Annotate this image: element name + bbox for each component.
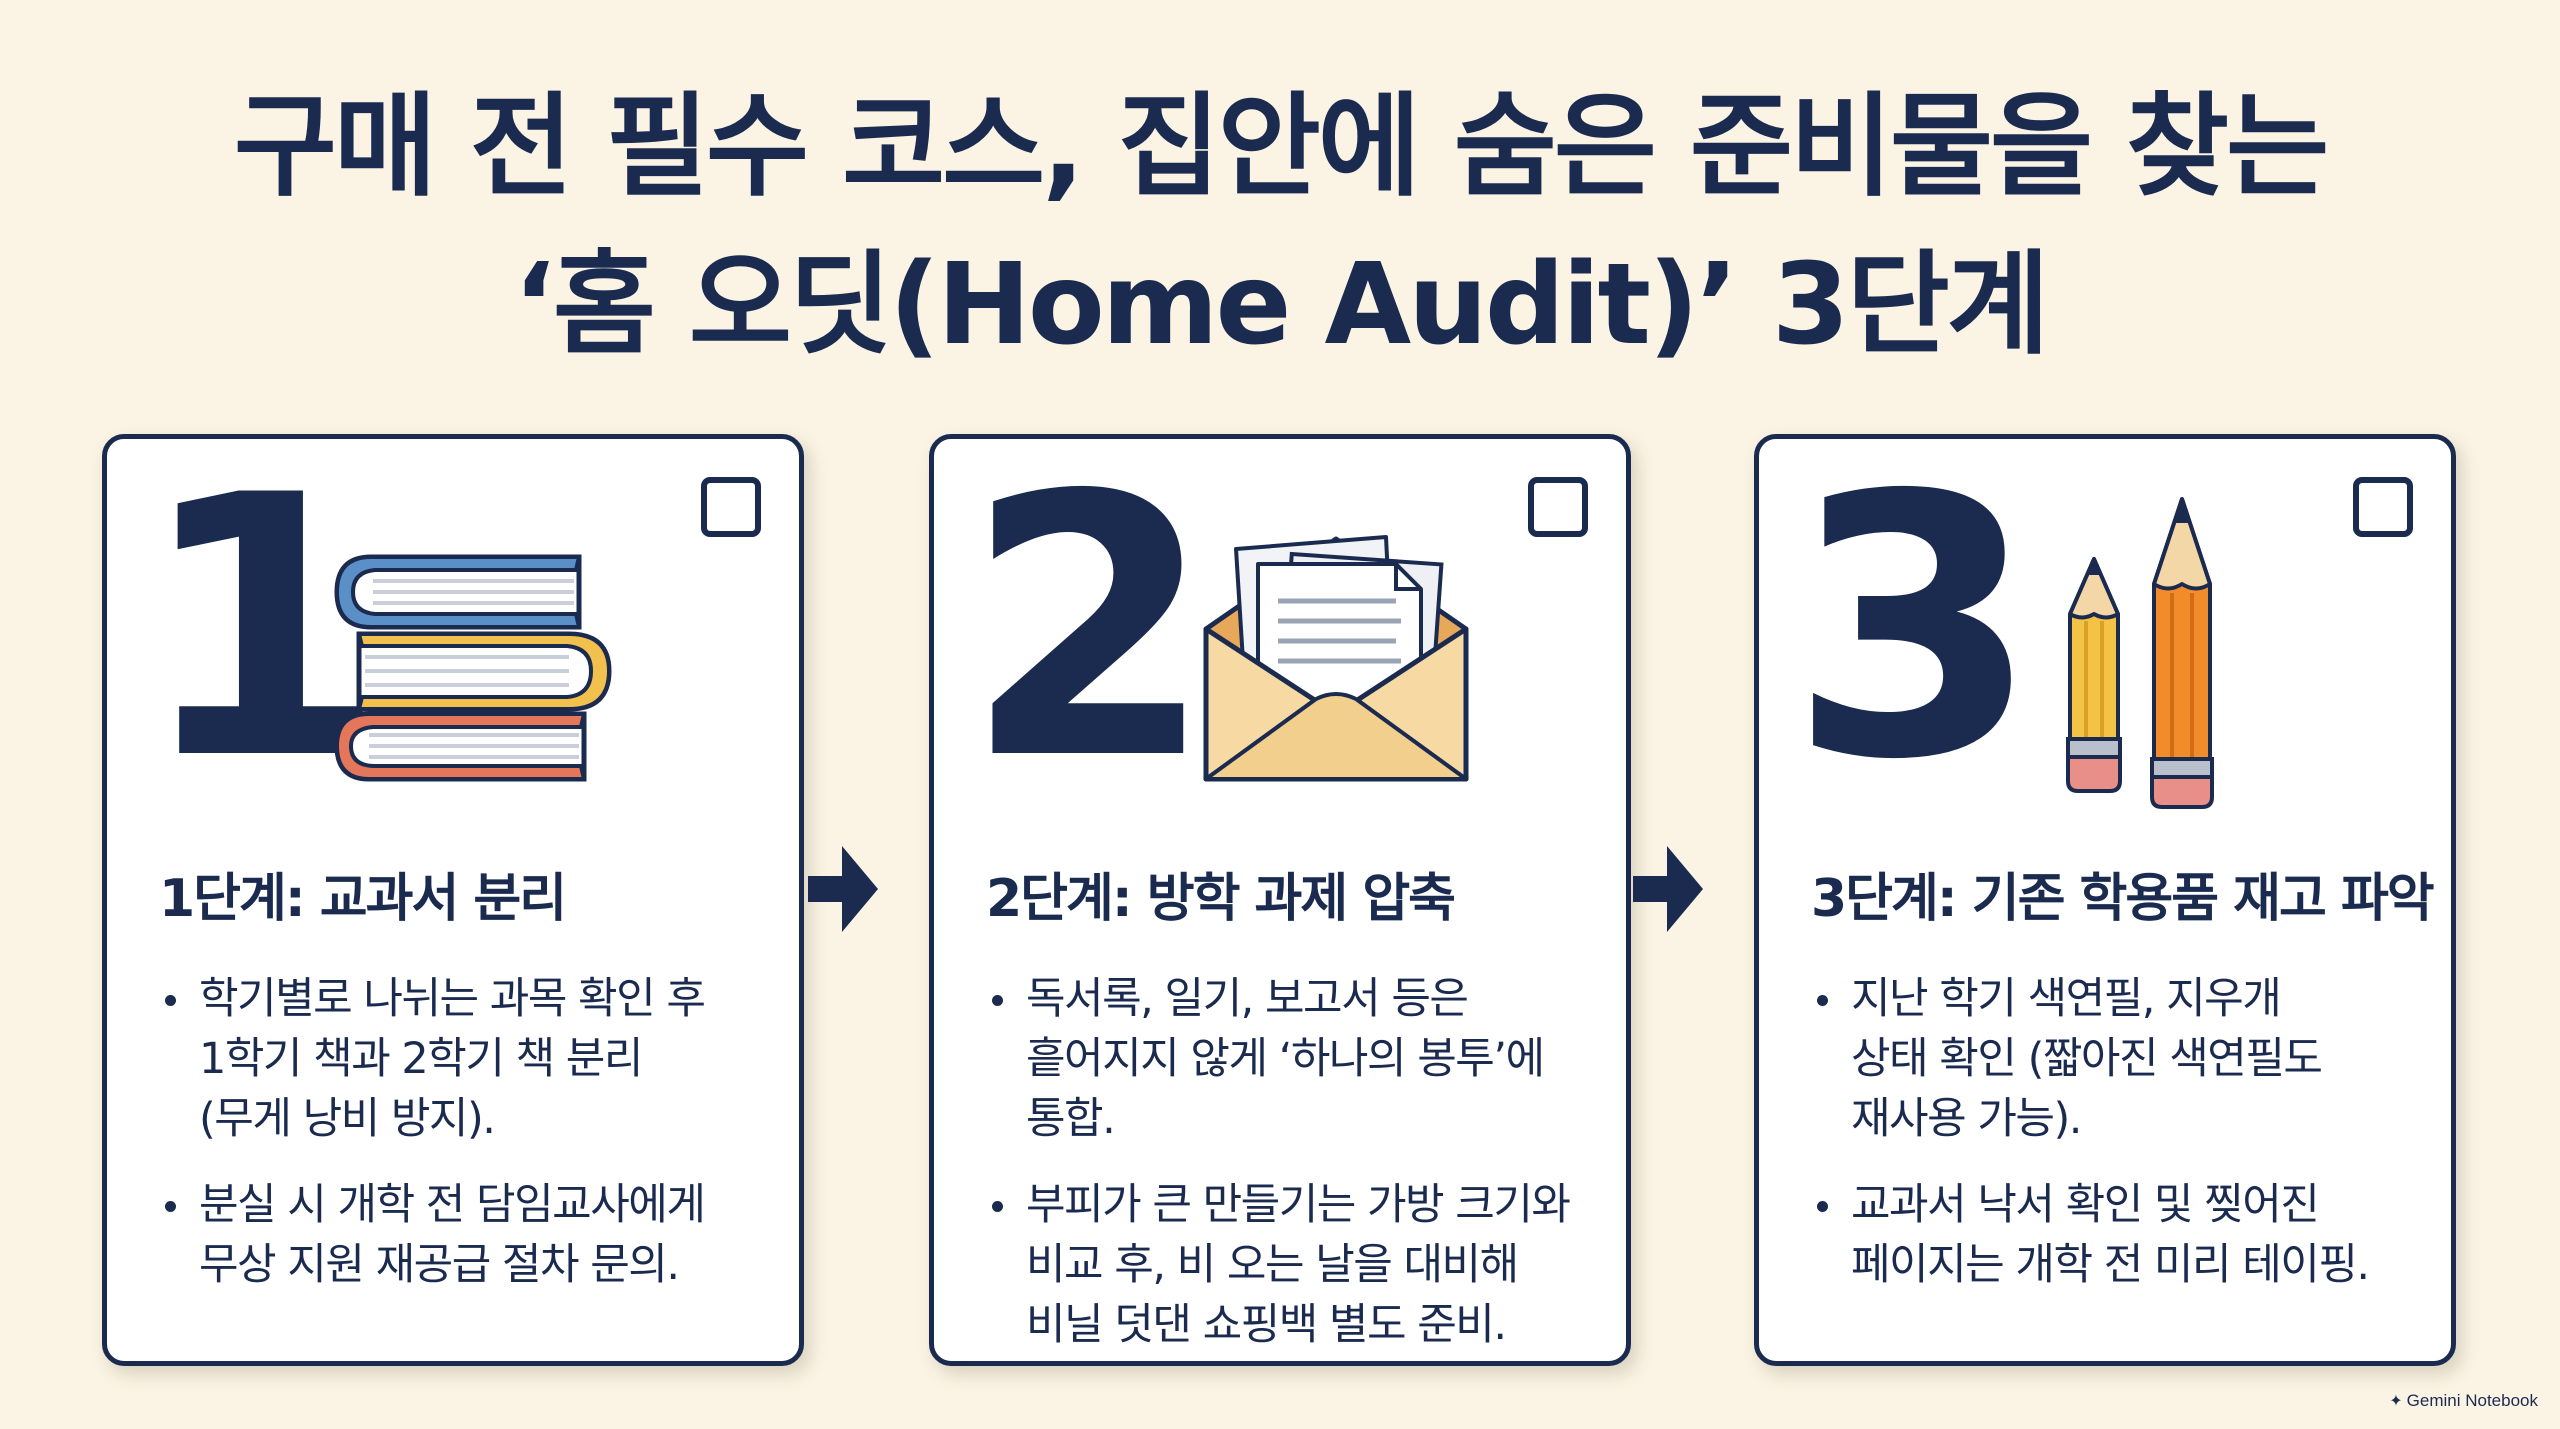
sparkle-icon: ✦ bbox=[2389, 1393, 2403, 1410]
list-item: 학기별로 나뉘는 과목 확인 후 1학기 책과 2학기 책 분리 (무게 낭비 … bbox=[159, 969, 779, 1149]
step-1-heading: 1단계: 교과서 분리 bbox=[159, 869, 567, 929]
step-card-3: 3 3단계: 기존 학용품 재고 파악 지난 학기 색연필, 지우개 상태 확인… bbox=[1754, 434, 2456, 1366]
step-3-bullets: 지난 학기 색연필, 지우개 상태 확인 (짧아진 색연필도 재사용 가능). … bbox=[1811, 969, 2431, 1321]
step-1-checkbox[interactable] bbox=[701, 477, 761, 537]
title-line-2: ‘홈 오딧(Home Audit)’ 3단계 bbox=[513, 240, 2049, 370]
arrow-right-icon bbox=[1633, 846, 1703, 932]
arrow-right-icon bbox=[808, 846, 878, 932]
list-item: 지난 학기 색연필, 지우개 상태 확인 (짧아진 색연필도 재사용 가능). bbox=[1811, 969, 2431, 1149]
brand-label: Gemini Notebook bbox=[2406, 1391, 2538, 1410]
step-3-heading: 3단계: 기존 학용품 재고 파악 bbox=[1811, 869, 2435, 929]
list-item: 분실 시 개학 전 담임교사에게 무상 지원 재공급 절차 문의. bbox=[159, 1175, 779, 1295]
step-card-2: 2 2단계: 방학 과제 압축 독서록, 일기, 보고서 등은 흩어지지 않게 … bbox=[929, 434, 1631, 1366]
step-2-checkbox[interactable] bbox=[1528, 477, 1588, 537]
step-1-bullets: 학기별로 나뉘는 과목 확인 후 1학기 책과 2학기 책 분리 (무게 낭비 … bbox=[159, 969, 779, 1321]
brand-watermark: ✦Gemini Notebook bbox=[2389, 1391, 2538, 1411]
list-item: 부피가 큰 만들기는 가방 크기와 비교 후, 비 오는 날을 대비해 비닐 덧… bbox=[986, 1175, 1606, 1355]
step-card-1: 1 1단계: 교과서 분리 학기별로 나뉘는 과목 확인 후 1학기 책과 2학… bbox=[102, 434, 804, 1366]
envelope-documents-icon bbox=[1203, 535, 1469, 782]
step-3-number: 3 bbox=[1789, 434, 2039, 838]
list-item: 교과서 낙서 확인 및 찢어진 페이지는 개학 전 미리 테이핑. bbox=[1811, 1175, 2431, 1295]
list-item: 독서록, 일기, 보고서 등은 흩어지지 않게 ‘하나의 봉투’에 통합. bbox=[986, 969, 1606, 1149]
page-title: 구매 전 필수 코스, 집안에 숨은 준비물을 찾는 ‘홈 오딧(Home Au… bbox=[0, 68, 2560, 384]
step-2-bullets: 독서록, 일기, 보고서 등은 흩어지지 않게 ‘하나의 봉투’에 통합. 부피… bbox=[986, 969, 1606, 1361]
step-2-number: 2 bbox=[964, 434, 1214, 838]
step-3-checkbox[interactable] bbox=[2353, 477, 2413, 537]
step-2-heading: 2단계: 방학 과제 압축 bbox=[986, 869, 1456, 929]
book-stack-icon bbox=[334, 554, 612, 782]
pencils-icon bbox=[2066, 497, 2214, 809]
title-line-1: 구매 전 필수 코스, 집안에 숨은 준비물을 찾는 bbox=[233, 82, 2329, 212]
